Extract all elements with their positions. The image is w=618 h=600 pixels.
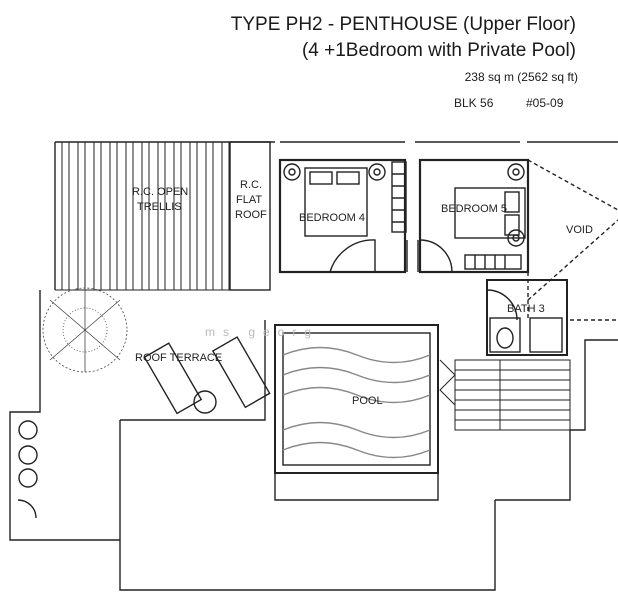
bedroom-5-label: BEDROOM 5 (441, 203, 507, 215)
watermark: ms georg (205, 325, 319, 339)
outer-wall-left (9, 142, 56, 530)
trellis-slats (55, 141, 265, 291)
bedroom-5-bed (454, 187, 526, 239)
plan-subtitle: (4 +1Bedroom with Private Pool) (301, 40, 576, 61)
plan-area: 238 sq m (2562 sq ft) (464, 70, 578, 84)
void-label: VOID (566, 224, 593, 236)
pool-label: POOL (352, 395, 383, 407)
unit-number: #05-09 (526, 96, 564, 110)
bedroom-4-walls (278, 158, 407, 274)
terrace-table (193, 390, 217, 414)
inner-wall-terrace (120, 320, 266, 421)
bath-3-label: BATH 3 (507, 303, 545, 315)
bedroom-5-door-swing (419, 239, 453, 273)
bedroom-5-wardrobe (464, 254, 522, 270)
bedroom-4-door-swing (329, 239, 376, 273)
roof-terrace-label: ROOF TERRACE (135, 352, 222, 364)
bedroom-4-label: BEDROOM 4 (299, 212, 365, 224)
trellis-label-1: R.C. OPEN (132, 186, 188, 198)
bath-3-walls (486, 279, 568, 356)
block-number: BLK 56 (454, 96, 494, 110)
bedroom-4-bed (304, 167, 368, 237)
void-area (527, 159, 618, 321)
flat-roof-area (229, 141, 271, 291)
flat-roof-label-2: FLAT (236, 194, 262, 206)
tree-symbol (42, 287, 128, 373)
bedroom-4-wardrobe (391, 161, 407, 233)
trellis-label-2: TRELLIS (137, 201, 182, 213)
sun-loungers (143, 342, 203, 415)
flat-roof-label-3: ROOF (235, 209, 267, 221)
bath-door-swing (486, 289, 518, 321)
pool-outline (274, 324, 439, 474)
planter-shrubs (17, 420, 38, 519)
staircase (439, 359, 571, 431)
outer-wall-bottom (9, 339, 618, 591)
flat-roof-label-1: R.C. (240, 179, 262, 191)
plan-title: TYPE PH2 - PENTHOUSE (Upper Floor) (230, 14, 576, 35)
